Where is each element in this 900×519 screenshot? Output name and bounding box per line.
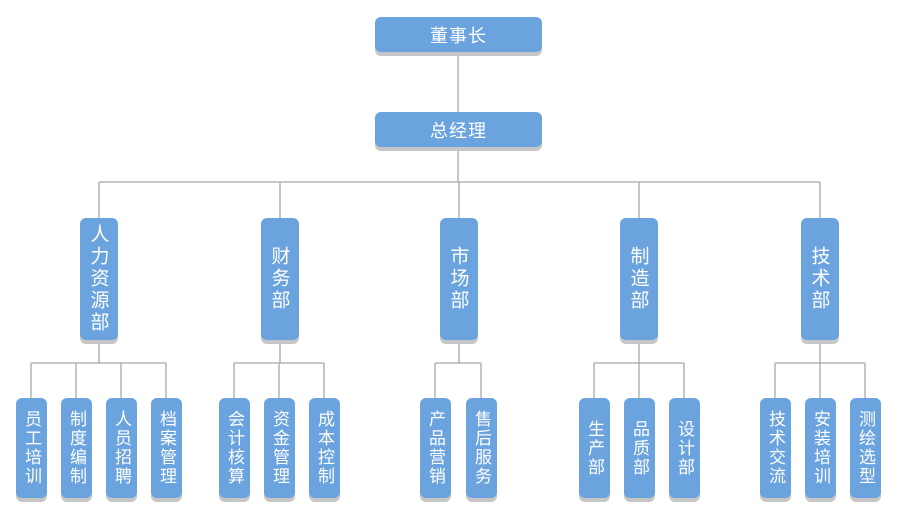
dept-hr-box: 人力资源部 <box>80 218 118 340</box>
leaf-installation-training: 安装培训 <box>805 398 836 498</box>
dept-marketing-box: 市场部 <box>440 218 478 340</box>
leaf-records-management: 档案管理 <box>151 398 182 498</box>
leaf-after-sales: 售后服务 <box>466 398 497 498</box>
leaf-recruitment: 人员招聘 <box>106 398 137 498</box>
leaf-product-marketing: 产品营销 <box>420 398 451 498</box>
leaf-design: 设计部 <box>669 398 700 498</box>
leaf-tech-exchange: 技术交流 <box>760 398 791 498</box>
leaf-cost-control: 成本控制 <box>309 398 340 498</box>
dept-manufacturing-box: 制造部 <box>620 218 658 340</box>
chairman-box: 董事长 <box>375 17 542 52</box>
leaf-surveying-selection: 测绘选型 <box>850 398 881 498</box>
dept-finance-box: 财务部 <box>261 218 299 340</box>
leaf-quality: 品质部 <box>624 398 655 498</box>
leaf-policy-drafting: 制度编制 <box>61 398 92 498</box>
leaf-production: 生产部 <box>579 398 610 498</box>
leaf-accounting: 会计核算 <box>219 398 250 498</box>
leaf-staff-training: 员工培训 <box>16 398 47 498</box>
general-manager-box: 总经理 <box>375 112 542 147</box>
dept-technology-box: 技术部 <box>801 218 839 340</box>
leaf-fund-management: 资金管理 <box>264 398 295 498</box>
